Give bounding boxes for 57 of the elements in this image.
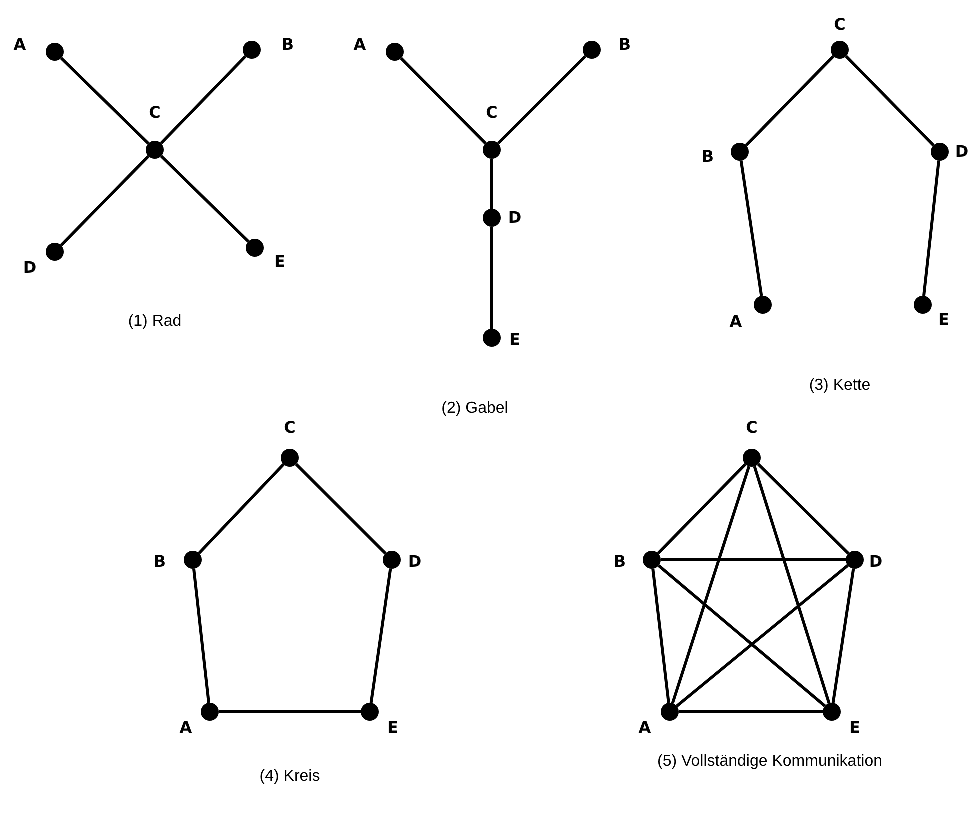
diagram-caption: (1) Rad [128, 313, 182, 331]
node-label: A [728, 312, 744, 332]
node-label: E [274, 252, 286, 272]
connector-line [740, 160, 764, 296]
connector-line [658, 564, 826, 708]
connector-line [497, 55, 587, 145]
node-label: E [508, 330, 522, 350]
connector-line [652, 568, 670, 704]
node-label: C [485, 103, 499, 123]
node-label: E [386, 718, 400, 738]
connector-line [922, 160, 940, 296]
node-label: C [833, 15, 847, 35]
connector-line [198, 463, 285, 555]
node-label: D [868, 552, 884, 572]
connector-line [490, 227, 494, 329]
connector-line [160, 155, 250, 243]
connector-line [192, 568, 210, 704]
connector-line [671, 466, 751, 704]
connector-line [661, 558, 846, 562]
connector-line [757, 463, 850, 555]
node-label: B [700, 147, 716, 167]
node-label: D [407, 552, 423, 572]
connector-line [745, 55, 835, 147]
node-label: E [938, 310, 950, 330]
node-label: A [178, 718, 194, 738]
connector-line [160, 55, 247, 145]
connector-line [657, 463, 747, 555]
connector-line [676, 564, 849, 708]
connector-line [400, 57, 487, 145]
diagram-caption: (2) Gabel [442, 400, 508, 418]
node-label: C [283, 418, 297, 438]
connector-line [845, 55, 935, 147]
node-label: A [352, 35, 368, 55]
node-label: B [618, 35, 632, 55]
node-label: D [954, 142, 970, 162]
diagram-caption: (5) Vollständige Kommunikation [658, 753, 882, 771]
connector-line [490, 159, 494, 209]
node-label: C [745, 418, 759, 438]
node-label: C [148, 103, 162, 123]
node-label: A [638, 718, 652, 738]
node-label: B [280, 35, 296, 55]
diagram-caption: (3) Kette [809, 377, 871, 395]
connector-line [60, 57, 150, 145]
node-label: D [507, 208, 523, 228]
node-label: E [848, 718, 862, 738]
connector-line [370, 568, 392, 704]
connector-line [832, 568, 856, 704]
connector-line [679, 710, 823, 714]
connector-line [753, 466, 831, 704]
node-label: B [612, 552, 628, 572]
connector-line [295, 463, 387, 555]
node-label: B [152, 552, 168, 572]
connector-line [60, 155, 150, 247]
connector-line [219, 710, 361, 714]
node-label: D [22, 258, 38, 278]
diagram-caption: (4) Kreis [260, 768, 320, 786]
node-label: A [12, 35, 28, 55]
